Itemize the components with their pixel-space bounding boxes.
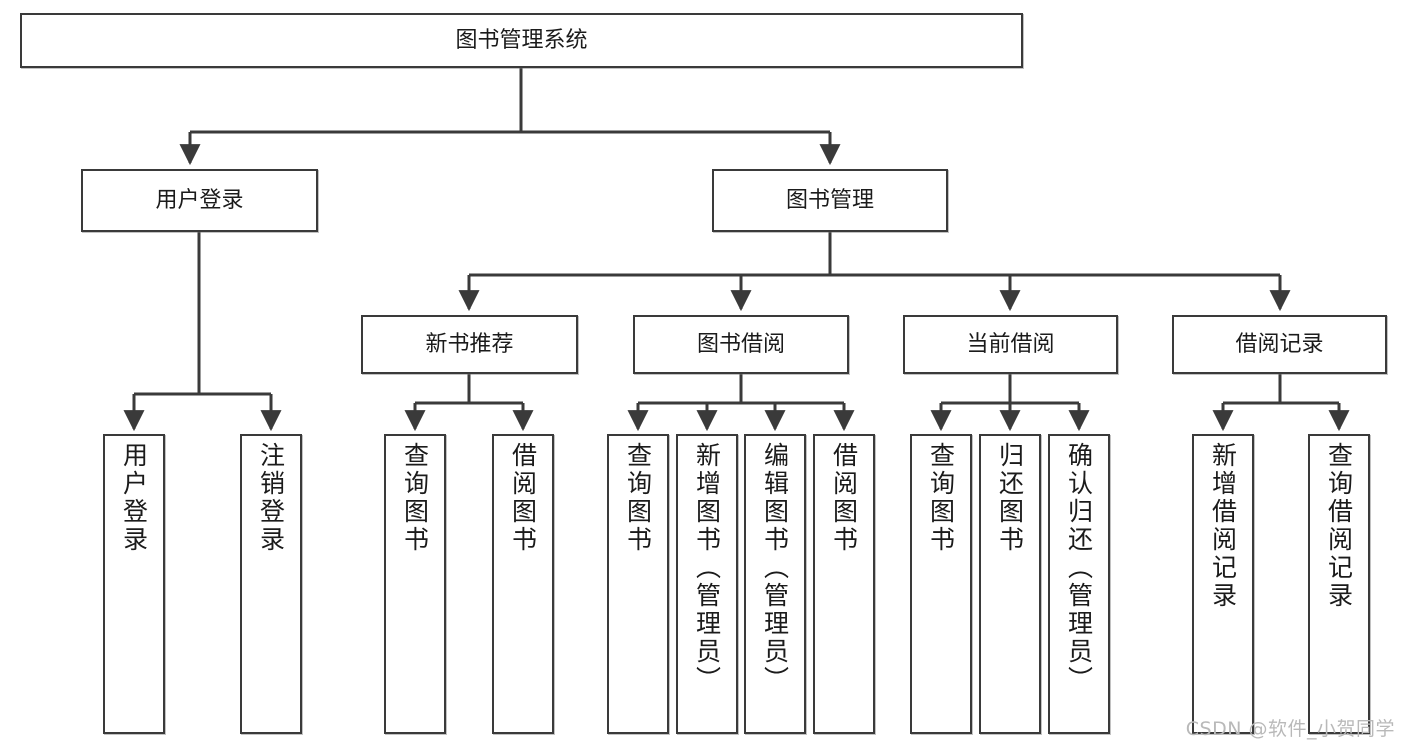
node-book-borrow[interactable]: 图书借阅	[633, 315, 849, 374]
node-root[interactable]: 图书管理系统	[20, 13, 1023, 68]
node-leaf-add-book[interactable]: 新增图书（管理员）	[676, 434, 738, 734]
node-leaf-query-book-3-label: 查询图书	[926, 442, 956, 554]
node-current-borrow-label: 当前借阅	[966, 331, 1055, 357]
node-leaf-add-record-label: 新增借阅记录	[1208, 442, 1238, 610]
node-book-manage[interactable]: 图书管理	[712, 169, 948, 232]
node-leaf-query-book-2-label: 查询图书	[623, 442, 653, 554]
node-leaf-query-record[interactable]: 查询借阅记录	[1308, 434, 1370, 734]
node-borrow-record[interactable]: 借阅记录	[1172, 315, 1387, 374]
node-leaf-edit-book[interactable]: 编辑图书（管理员）	[744, 434, 806, 734]
node-leaf-edit-book-label: 编辑图书（管理员）	[760, 442, 790, 694]
node-leaf-return-book[interactable]: 归还图书	[979, 434, 1041, 734]
node-leaf-query-book-1-label: 查询图书	[400, 442, 430, 554]
node-leaf-query-book-3[interactable]: 查询图书	[910, 434, 972, 734]
node-leaf-query-book-1[interactable]: 查询图书	[384, 434, 446, 734]
node-leaf-borrow-book-1-label: 借阅图书	[508, 442, 538, 554]
node-leaf-user-login-label: 用户登录	[119, 442, 149, 554]
node-leaf-add-book-label: 新增图书（管理员）	[692, 442, 722, 694]
node-root-label: 图书管理系统	[455, 27, 588, 53]
node-leaf-borrow-book-1[interactable]: 借阅图书	[492, 434, 554, 734]
node-book-borrow-label: 图书借阅	[696, 331, 785, 357]
node-leaf-query-book-2[interactable]: 查询图书	[607, 434, 669, 734]
node-book-manage-label: 图书管理	[785, 187, 874, 213]
node-leaf-user-login[interactable]: 用户登录	[103, 434, 165, 734]
node-leaf-logout-label: 注销登录	[256, 442, 286, 554]
node-leaf-query-record-label: 查询借阅记录	[1324, 442, 1354, 610]
node-leaf-borrow-book-2-label: 借阅图书	[829, 442, 859, 554]
node-leaf-add-record[interactable]: 新增借阅记录	[1192, 434, 1254, 734]
node-borrow-record-label: 借阅记录	[1235, 331, 1324, 357]
node-leaf-logout[interactable]: 注销登录	[240, 434, 302, 734]
watermark-text: CSDN @软件_小贺同学	[1185, 718, 1395, 740]
node-leaf-confirm-return-label: 确认归还（管理员）	[1064, 442, 1094, 694]
node-new-book-rec[interactable]: 新书推荐	[361, 315, 578, 374]
node-leaf-return-book-label: 归还图书	[995, 442, 1025, 554]
node-current-borrow[interactable]: 当前借阅	[903, 315, 1118, 374]
node-new-book-rec-label: 新书推荐	[425, 331, 514, 357]
node-leaf-borrow-book-2[interactable]: 借阅图书	[813, 434, 875, 734]
node-leaf-confirm-return[interactable]: 确认归还（管理员）	[1048, 434, 1110, 734]
node-user-login[interactable]: 用户登录	[81, 169, 318, 232]
node-user-login-label: 用户登录	[155, 187, 244, 213]
